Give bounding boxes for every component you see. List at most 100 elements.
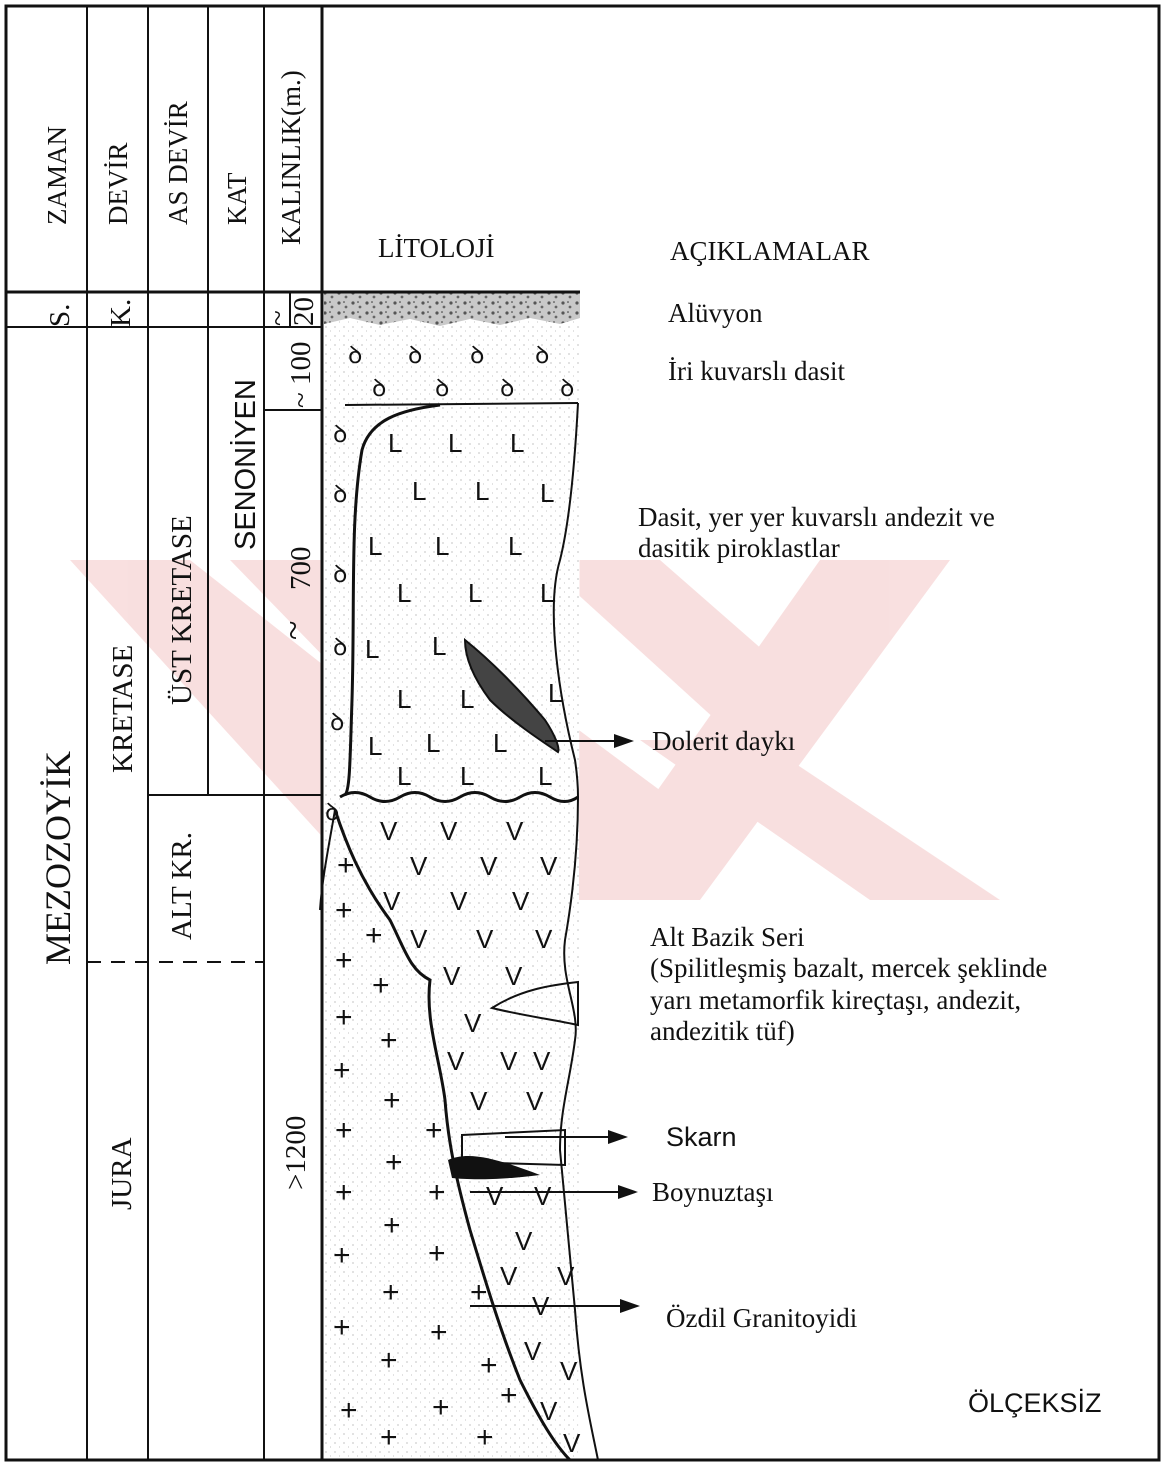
ozdil-label: Özdil Granitoyidi	[666, 1303, 857, 1333]
dacite-symbol: L	[508, 531, 522, 561]
basic-symbol: V	[440, 816, 458, 846]
dacite-symbol: L	[448, 428, 462, 458]
granite-symbol: +	[380, 1024, 398, 1057]
dacite-symbol: L	[368, 731, 382, 761]
granite-symbol: +	[470, 1276, 488, 1309]
quartz-dacite-symbol: ꝺ	[435, 375, 449, 402]
basic-symbol: V	[410, 851, 428, 881]
quartz-dacite-symbol: ꝺ	[333, 634, 347, 661]
dacite-symbol: L	[493, 728, 507, 758]
quartz-dacite-symbol: ꝺ	[535, 342, 549, 369]
granite-symbol: +	[500, 1379, 518, 1412]
header-zaman: ZAMAN	[42, 126, 72, 225]
basic-symbol: V	[480, 851, 498, 881]
basic-symbol: V	[486, 1181, 504, 1211]
dacite-symbol: L	[475, 476, 489, 506]
quartz-dacite-symbol: ꝺ	[330, 709, 344, 736]
alt-bazik-line1: Alt Bazik Seri	[650, 922, 804, 952]
dacite-symbol: L	[460, 684, 474, 714]
header-kalinlik: KALINLIK(m.)	[276, 70, 306, 245]
header-devir: DEVİR	[103, 143, 133, 226]
skarn-label: Skarn	[666, 1122, 737, 1152]
dolerit-label: Dolerit daykı	[652, 726, 795, 756]
granite-symbol: +	[333, 1311, 351, 1344]
quartz-dacite-symbol: ꝺ	[560, 375, 574, 402]
dacite-symbol: L	[510, 428, 524, 458]
granite-symbol: +	[380, 1344, 398, 1377]
basic-symbol: V	[557, 1261, 575, 1291]
granite-symbol: +	[428, 1237, 446, 1270]
granite-symbol: +	[335, 944, 353, 977]
thickness-100-label: 100	[285, 342, 317, 386]
boynuztasi-label: Boynuztaşı	[652, 1177, 774, 1207]
granite-symbol: +	[337, 849, 355, 882]
quartz-dacite-symbol: ꝺ	[408, 342, 422, 369]
granite-symbol: +	[380, 1421, 398, 1454]
olceksiz-label: ÖLÇEKSİZ	[968, 1387, 1102, 1418]
granite-symbol: +	[428, 1176, 446, 1209]
granite-symbol: +	[480, 1349, 498, 1382]
granite-symbol: +	[335, 1114, 353, 1147]
zaman-s-label: S.	[44, 304, 76, 327]
dacite-symbol: L	[368, 531, 382, 561]
skarn-arrowhead	[608, 1130, 628, 1144]
devir-jura-label: JURA	[106, 1137, 138, 1210]
basic-symbol: V	[534, 1181, 552, 1211]
dacite-symbol: L	[460, 761, 474, 791]
header-litoloji: LİTOLOJİ	[378, 233, 494, 263]
basic-symbol: V	[540, 1396, 558, 1426]
basic-symbol: V	[447, 1046, 465, 1076]
basic-symbol: V	[443, 961, 461, 991]
boynuztasi-arrowhead	[618, 1185, 638, 1199]
basic-symbol: V	[535, 924, 553, 954]
time-units: S. MEZOZOYİK K. KRETASE JURA ÜST KRETASE…	[38, 299, 262, 1210]
granite-symbol: +	[340, 1394, 358, 1427]
zaman-mezozoyik-label: MEZOZOYİK	[38, 751, 78, 965]
aluvyon-label: Alüvyon	[668, 298, 763, 328]
thickness-approx-100: ~	[285, 392, 317, 408]
quartz-dacite-symbol: ꝺ	[333, 561, 347, 588]
ozdil-arrowhead	[620, 1299, 640, 1313]
dacite-symbol: L	[397, 684, 411, 714]
thickness-20-label: 20	[288, 297, 320, 326]
alt-bazik-line3: yarı metamorfik kireçtaşı, andezit,	[650, 985, 1021, 1015]
alt-bazik-line4: andezitik tüf)	[650, 1016, 795, 1046]
basic-symbol: V	[500, 1261, 518, 1291]
as-devir-ust-kretase-label: ÜST KRETASE	[166, 515, 198, 705]
quartz-dacite-symbol: ꝺ	[348, 342, 362, 369]
basic-symbol: V	[470, 1086, 488, 1116]
basic-symbol: V	[464, 1008, 482, 1038]
dacite-symbol: L	[540, 478, 554, 508]
granite-symbol: +	[432, 1391, 450, 1424]
quartz-dacite-symbol: ꝺ	[372, 375, 386, 402]
dacite-symbol: L	[538, 761, 552, 791]
basic-symbol: V	[450, 886, 468, 916]
basic-symbol: V	[524, 1336, 542, 1366]
basic-symbol: V	[380, 816, 398, 846]
basic-symbol: V	[526, 1086, 544, 1116]
dacite-symbol: L	[468, 578, 482, 608]
basic-symbol: V	[540, 851, 558, 881]
quartz-dacite-symbol: ꝺ	[325, 799, 339, 826]
dacite-symbol: L	[540, 578, 554, 608]
basic-symbol: V	[500, 1046, 518, 1076]
granite-symbol: +	[430, 1316, 448, 1349]
granite-symbol: +	[335, 1001, 353, 1034]
granite-symbol: +	[383, 1209, 401, 1242]
quartz-dacite-symbol: ꝺ	[333, 481, 347, 508]
dacite-symbol: L	[397, 761, 411, 791]
basic-symbol: V	[476, 924, 494, 954]
basic-symbol: V	[505, 961, 523, 991]
kat-senoniyen-label: SENONİYEN	[229, 379, 262, 550]
dacite-symbol: L	[426, 728, 440, 758]
basic-symbol: V	[563, 1428, 581, 1458]
basic-symbol: V	[560, 1356, 578, 1386]
as-devir-alt-kr-label: ALT KR.	[166, 832, 198, 940]
dacite-symbol: L	[365, 634, 379, 664]
dacite-symbol: L	[548, 678, 562, 708]
iri-kuvarsli-dasit-label: İri kuvarslı dasit	[668, 356, 845, 386]
quartz-dacite-symbol: ꝺ	[470, 342, 484, 369]
thickness-1200-label: >1200	[280, 1116, 312, 1190]
devir-kretase-label: KRETASE	[107, 645, 139, 773]
